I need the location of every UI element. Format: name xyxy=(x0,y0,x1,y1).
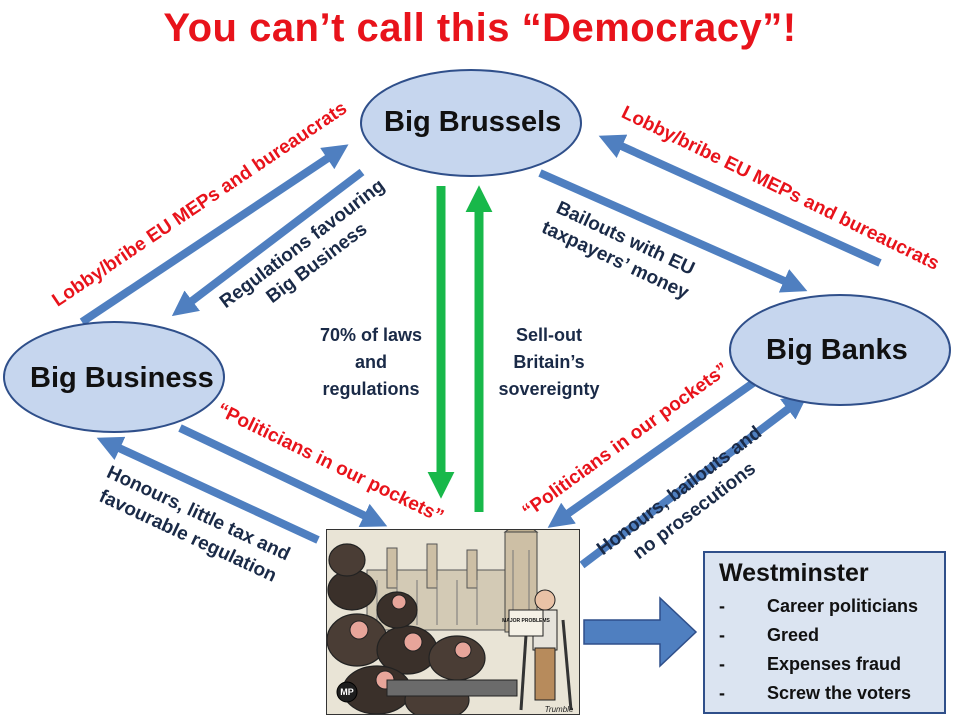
label-laws-line-1: 70% of laws xyxy=(319,325,423,345)
westminster-heading: Westminster xyxy=(719,559,869,587)
list-item-text: Screw the voters xyxy=(767,683,912,703)
label-sellout-line-3: sovereignty xyxy=(498,379,600,399)
list-item-text: Career politicians xyxy=(767,596,919,616)
page-title: You can’t call this “Democracy”! xyxy=(163,6,797,50)
list-item-text: Greed xyxy=(767,625,820,645)
westminster-box: Westminster - Career politicians - Greed… xyxy=(703,551,946,714)
node-banks xyxy=(729,294,951,406)
node-banks-label: Big Banks xyxy=(766,334,908,366)
arrow-westminster-to-banks xyxy=(579,393,809,569)
westminster-list-item: - Screw the voters xyxy=(719,679,930,708)
label-brussels-to-westminster: 70% of laws and regulations xyxy=(306,322,436,403)
arrow-westminster-to-business xyxy=(96,436,320,544)
label-westminster-to-brussels: Sell-out Britain’s sovereignty xyxy=(484,322,614,403)
node-brussels-label: Big Brussels xyxy=(384,106,562,138)
label-sellout-line-2: Britain’s xyxy=(513,352,585,372)
node-brussels xyxy=(360,69,582,177)
label-laws-line-2: and xyxy=(354,352,387,372)
arrow-to-westminster-box xyxy=(583,596,698,668)
label-laws-line-3: regulations xyxy=(322,379,420,399)
label-sellout-line-1: Sell-out xyxy=(516,325,582,345)
arrow-brussels-to-business xyxy=(171,168,365,317)
westminster-list: - Career politicians - Greed - Expenses … xyxy=(719,592,930,708)
list-bullet: - xyxy=(719,596,725,616)
cartoon-sign-text: MAJOR PROBLEMS xyxy=(502,618,550,624)
arrow-business-to-brussels xyxy=(79,144,349,326)
arrow-banks-to-brussels xyxy=(598,134,882,267)
node-business-label: Big Business xyxy=(30,362,214,394)
cartoon-signature: Trumble xyxy=(545,705,574,714)
arrow-banks-to-westminster xyxy=(547,377,759,528)
list-bullet: - xyxy=(719,625,725,645)
list-item-text: Expenses fraud xyxy=(767,654,902,674)
cartoon-badge-text: MP xyxy=(340,687,354,697)
node-business xyxy=(3,321,225,433)
westminster-cartoon: MAJOR PROBLEMS MP Trumble xyxy=(326,529,580,715)
westminster-list-item: - Expenses fraud xyxy=(719,650,930,679)
list-bullet: - xyxy=(719,654,725,674)
list-bullet: - xyxy=(719,683,725,703)
arrow-brussels-to-banks xyxy=(538,169,808,293)
westminster-list-item: - Greed xyxy=(719,621,930,650)
westminster-list-item: - Career politicians xyxy=(719,592,930,621)
arrow-business-to-westminster xyxy=(178,424,388,527)
